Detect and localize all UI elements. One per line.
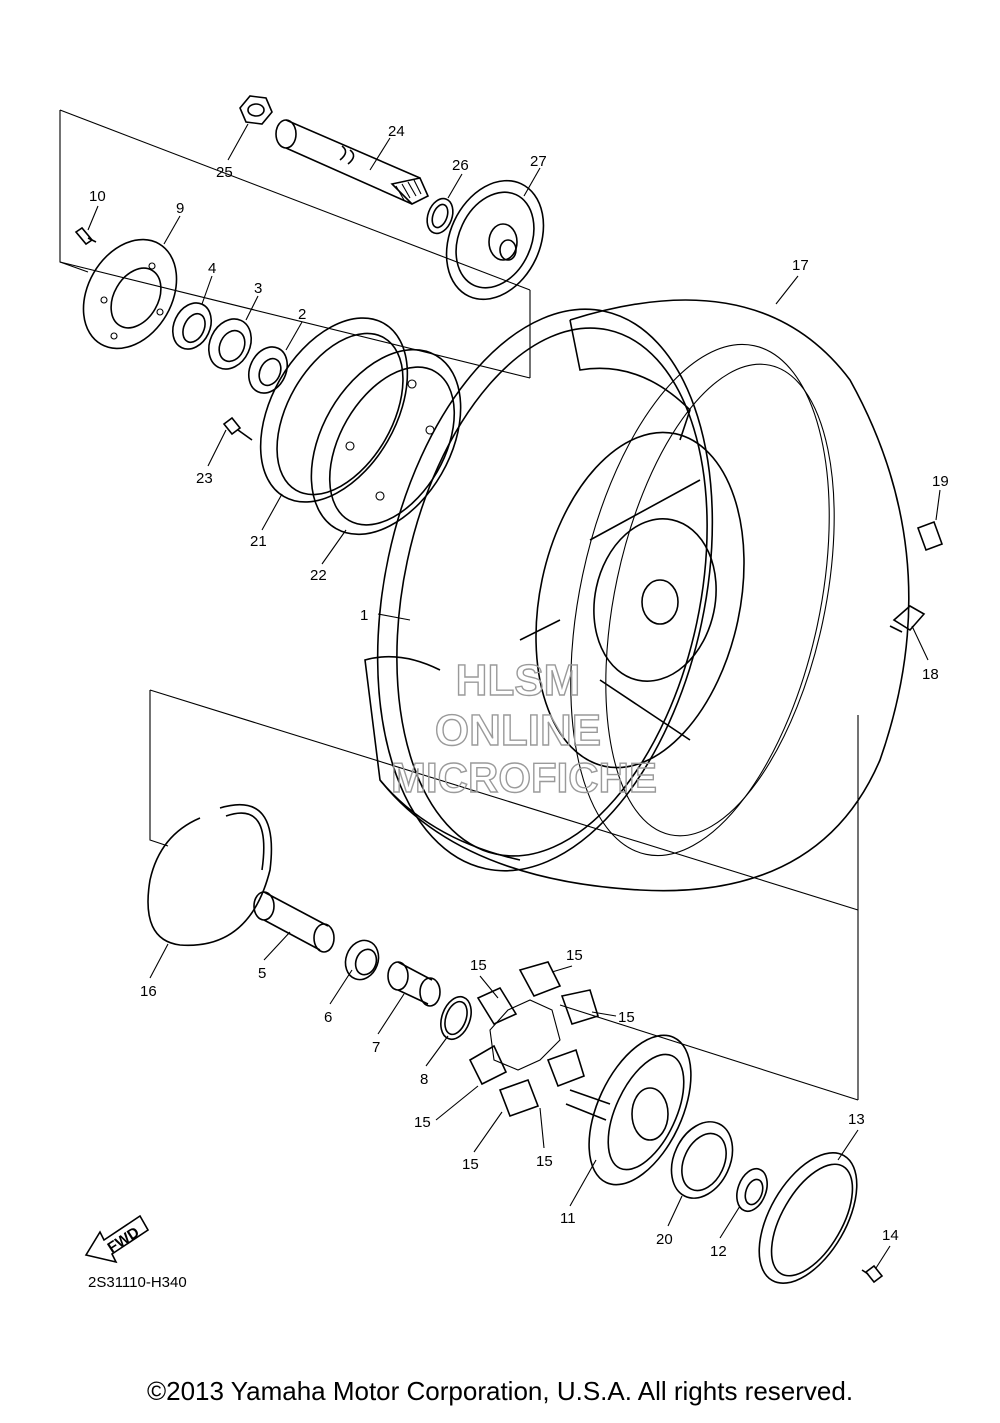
part-18-valve — [889, 605, 926, 633]
callout-20: 20 — [656, 1231, 673, 1248]
part-10-bolt — [74, 226, 97, 246]
callout-labels: 25 24 26 27 10 9 4 3 2 23 21 22 1 17 19 … — [89, 123, 949, 1260]
part-9-flange — [82, 238, 178, 350]
watermark-line-3: MICROFICHE — [391, 754, 657, 801]
watermark: HLSM ONLINE MICROFICHE — [390, 655, 657, 801]
part-24-axle — [275, 119, 430, 205]
part-16-circlip — [147, 803, 273, 947]
part-13-cover — [758, 1152, 858, 1284]
callout-9: 9 — [176, 200, 184, 217]
callout-15-b: 15 — [566, 947, 583, 964]
part-21-disc — [259, 317, 409, 503]
part-7-collar — [387, 961, 441, 1007]
callout-23: 23 — [196, 470, 213, 487]
callout-17: 17 — [792, 257, 809, 274]
part-code: 2S31110-H340 — [88, 1274, 187, 1291]
callout-5: 5 — [258, 965, 266, 982]
part-5-spacer — [253, 891, 335, 953]
copyright-notice: ©2013 Yamaha Motor Corporation, U.S.A. A… — [146, 1376, 854, 1406]
callout-2: 2 — [298, 306, 306, 323]
part-26-collar — [426, 197, 454, 235]
callout-24: 24 — [388, 123, 405, 140]
callout-8: 8 — [420, 1071, 428, 1088]
callout-15-e: 15 — [462, 1156, 479, 1173]
part-11-clutch-hub — [565, 1034, 692, 1186]
leader-lines — [87, 123, 941, 1269]
callout-7: 7 — [372, 1039, 380, 1056]
part-19-valve-cap — [916, 520, 944, 552]
callout-15-f: 15 — [536, 1153, 553, 1170]
callout-18: 18 — [922, 666, 939, 683]
watermark-line-2: ONLINE — [435, 706, 601, 755]
callout-15-d: 15 — [414, 1114, 431, 1131]
fwd-label: FWD — [105, 1224, 143, 1257]
upper-assembly-guide — [59, 109, 531, 379]
callout-14: 14 — [882, 1227, 899, 1244]
part-4-oil-seal — [171, 302, 213, 350]
callout-10: 10 — [89, 188, 106, 205]
callout-26: 26 — [452, 157, 469, 174]
callout-12: 12 — [710, 1243, 727, 1260]
callout-15-c: 15 — [618, 1009, 635, 1026]
part-23-bolt — [222, 416, 253, 441]
part-14-bolt — [861, 1264, 884, 1284]
callout-21: 21 — [250, 533, 267, 550]
part-22-cover — [310, 348, 462, 536]
callout-4: 4 — [208, 260, 216, 277]
callout-6: 6 — [324, 1009, 332, 1026]
callout-19: 19 — [932, 473, 949, 490]
part-17-tire — [364, 299, 910, 892]
part-3-bearing — [208, 318, 252, 370]
lower-assembly-guide — [149, 689, 859, 1101]
callout-3: 3 — [254, 280, 262, 297]
callout-27: 27 — [530, 153, 547, 170]
part-12-bearing — [736, 1167, 768, 1213]
part-27-side-plate — [445, 179, 545, 301]
callout-22: 22 — [310, 567, 327, 584]
callout-16: 16 — [140, 983, 157, 1000]
part-25-axle-nut — [239, 95, 273, 125]
part-2-bearing — [247, 346, 289, 394]
callout-1: 1 — [360, 607, 368, 624]
part-20-oil-seal — [670, 1121, 734, 1199]
callout-15-a: 15 — [470, 957, 487, 974]
callout-13: 13 — [848, 1111, 865, 1128]
callout-11: 11 — [560, 1210, 576, 1227]
fwd-arrow: FWD — [84, 1214, 150, 1264]
callout-25: 25 — [216, 164, 233, 181]
part-6-bearing — [344, 939, 380, 981]
watermark-line-1: HLSM — [456, 656, 581, 705]
part-8-o-ring — [440, 995, 472, 1041]
